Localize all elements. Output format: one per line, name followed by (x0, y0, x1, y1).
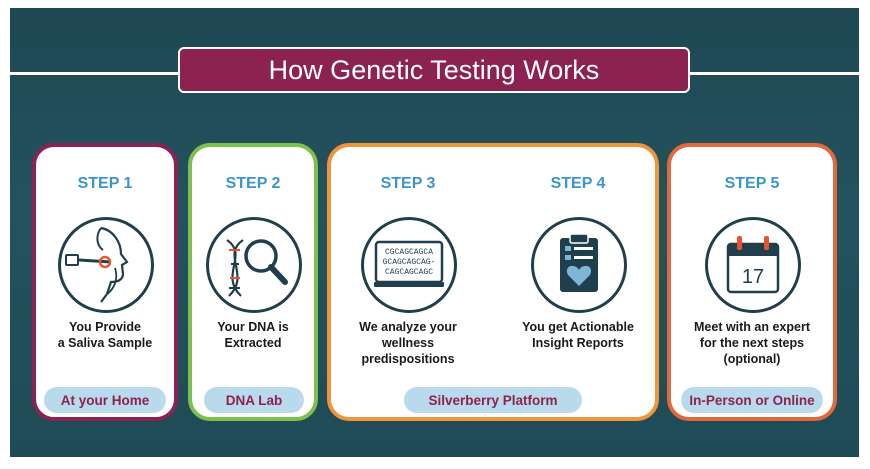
sequence-line-3: CAGCAGCAGC (385, 268, 433, 277)
saliva-sample-icon (58, 217, 154, 313)
step-4-description: You get Actionable Insight Reports (522, 320, 634, 350)
clipboard-heart-icon (531, 217, 627, 313)
card-step-1: STEP 1 You Provide a Saliva Sample At yo… (32, 143, 178, 421)
step-5-label: STEP 5 (724, 175, 780, 192)
page-title: How Genetic Testing Works (178, 47, 690, 93)
location-at-home: At your Home (44, 387, 166, 413)
step-4-label: STEP 4 (550, 175, 606, 192)
location-silverberry-platform: Silverberry Platform (404, 387, 582, 413)
dna-magnifier-icon (206, 217, 302, 313)
infographic: How Genetic Testing Works STEP 1 You Pro… (10, 8, 859, 457)
sequence-line-2: GCAGCAGCAG- (383, 258, 436, 267)
location-in-person-or-online: In-Person or Online (681, 387, 823, 413)
step-1-description: You Provide a Saliva Sample (57, 320, 153, 350)
card-steps-3-4: STEP 3 CGCAGCAGCA GCAGCAGCAG- CAGCAGCAGC… (327, 143, 659, 421)
step-2-description: Your DNA is Extracted (217, 320, 289, 350)
step-2-label: STEP 2 (225, 175, 281, 192)
computer-sequence-icon: CGCAGCAGCA GCAGCAGCAG- CAGCAGCAGC (361, 217, 457, 313)
step-3-description: We analyze your wellness predispositions (359, 320, 457, 366)
step-3-label: STEP 3 (380, 175, 436, 192)
location-dna-lab: DNA Lab (204, 387, 304, 413)
step-5-description: Meet with an expert for the next steps (… (694, 320, 810, 366)
card-step-2: STEP 2 Your DNA is Extracted DNA Lab (188, 143, 318, 421)
calendar-day: 17 (742, 266, 764, 288)
card-step-5: STEP 5 17 Meet with an expert for the ne… (667, 143, 837, 421)
calendar-icon: 17 (705, 217, 801, 313)
step-1-label: STEP 1 (77, 175, 133, 192)
sequence-line-1: CGCAGCAGCA (385, 248, 433, 257)
